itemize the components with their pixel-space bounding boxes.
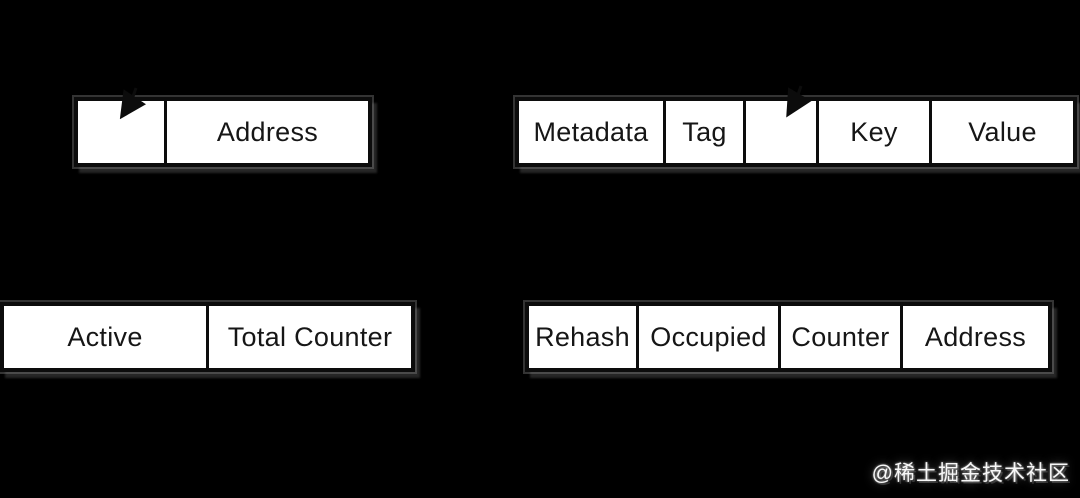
bucket-rehash-cell: Rehash [529, 306, 636, 368]
hash-entry-record-box: Metadata Tag Key Value [515, 97, 1077, 167]
watermark-text: @稀土掘金技术社区 [871, 462, 1070, 485]
pointer-record-box: Address [74, 97, 372, 167]
counter-record-box: Active Total Counter [0, 302, 415, 372]
counter-total-cell: Total Counter [209, 306, 411, 368]
entry-value-cell: Value [932, 101, 1073, 163]
counter-active-cell: Active [4, 306, 206, 368]
bucket-record-box: Rehash Occupied Counter Address [525, 302, 1052, 372]
entry-metadata-cell: Metadata [519, 101, 663, 163]
entry-empty-cell [746, 101, 816, 163]
pointer-record-address-cell: Address [167, 101, 368, 163]
entry-key-cell: Key [819, 101, 929, 163]
pointer-record-empty-cell [78, 101, 164, 163]
bucket-address-cell: Address [903, 306, 1048, 368]
bucket-counter-cell: Counter [781, 306, 900, 368]
bucket-occupied-cell: Occupied [639, 306, 778, 368]
entry-tag-cell: Tag [666, 101, 743, 163]
